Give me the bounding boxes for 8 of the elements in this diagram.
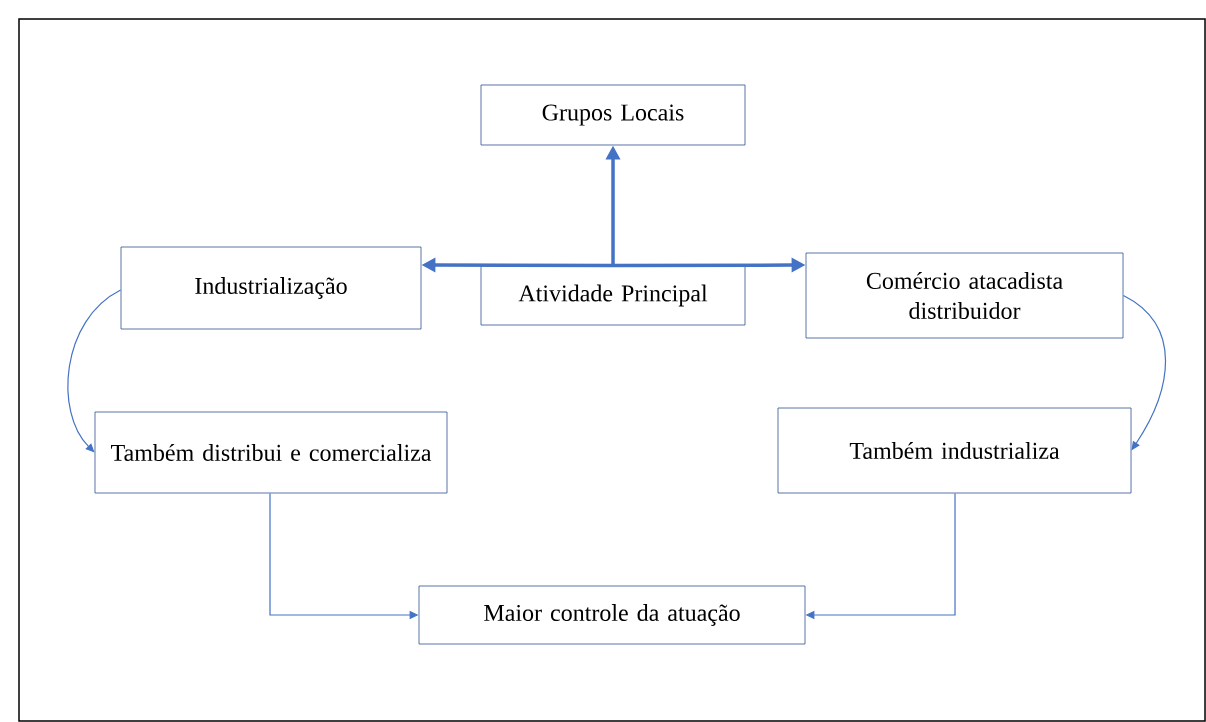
process-box: Grupos Locais [480,84,746,146]
arrow [67,289,122,453]
process-box: Também industrializa [777,407,1132,494]
process-box: Também distribui e comercializa [94,411,448,494]
process-box: Atividade Principal [480,265,746,326]
process-box: Industrialização [120,246,422,330]
process-box: Comércio atacadista distribuidor [805,252,1124,339]
process-box: Maior controle da atuação [418,585,806,645]
